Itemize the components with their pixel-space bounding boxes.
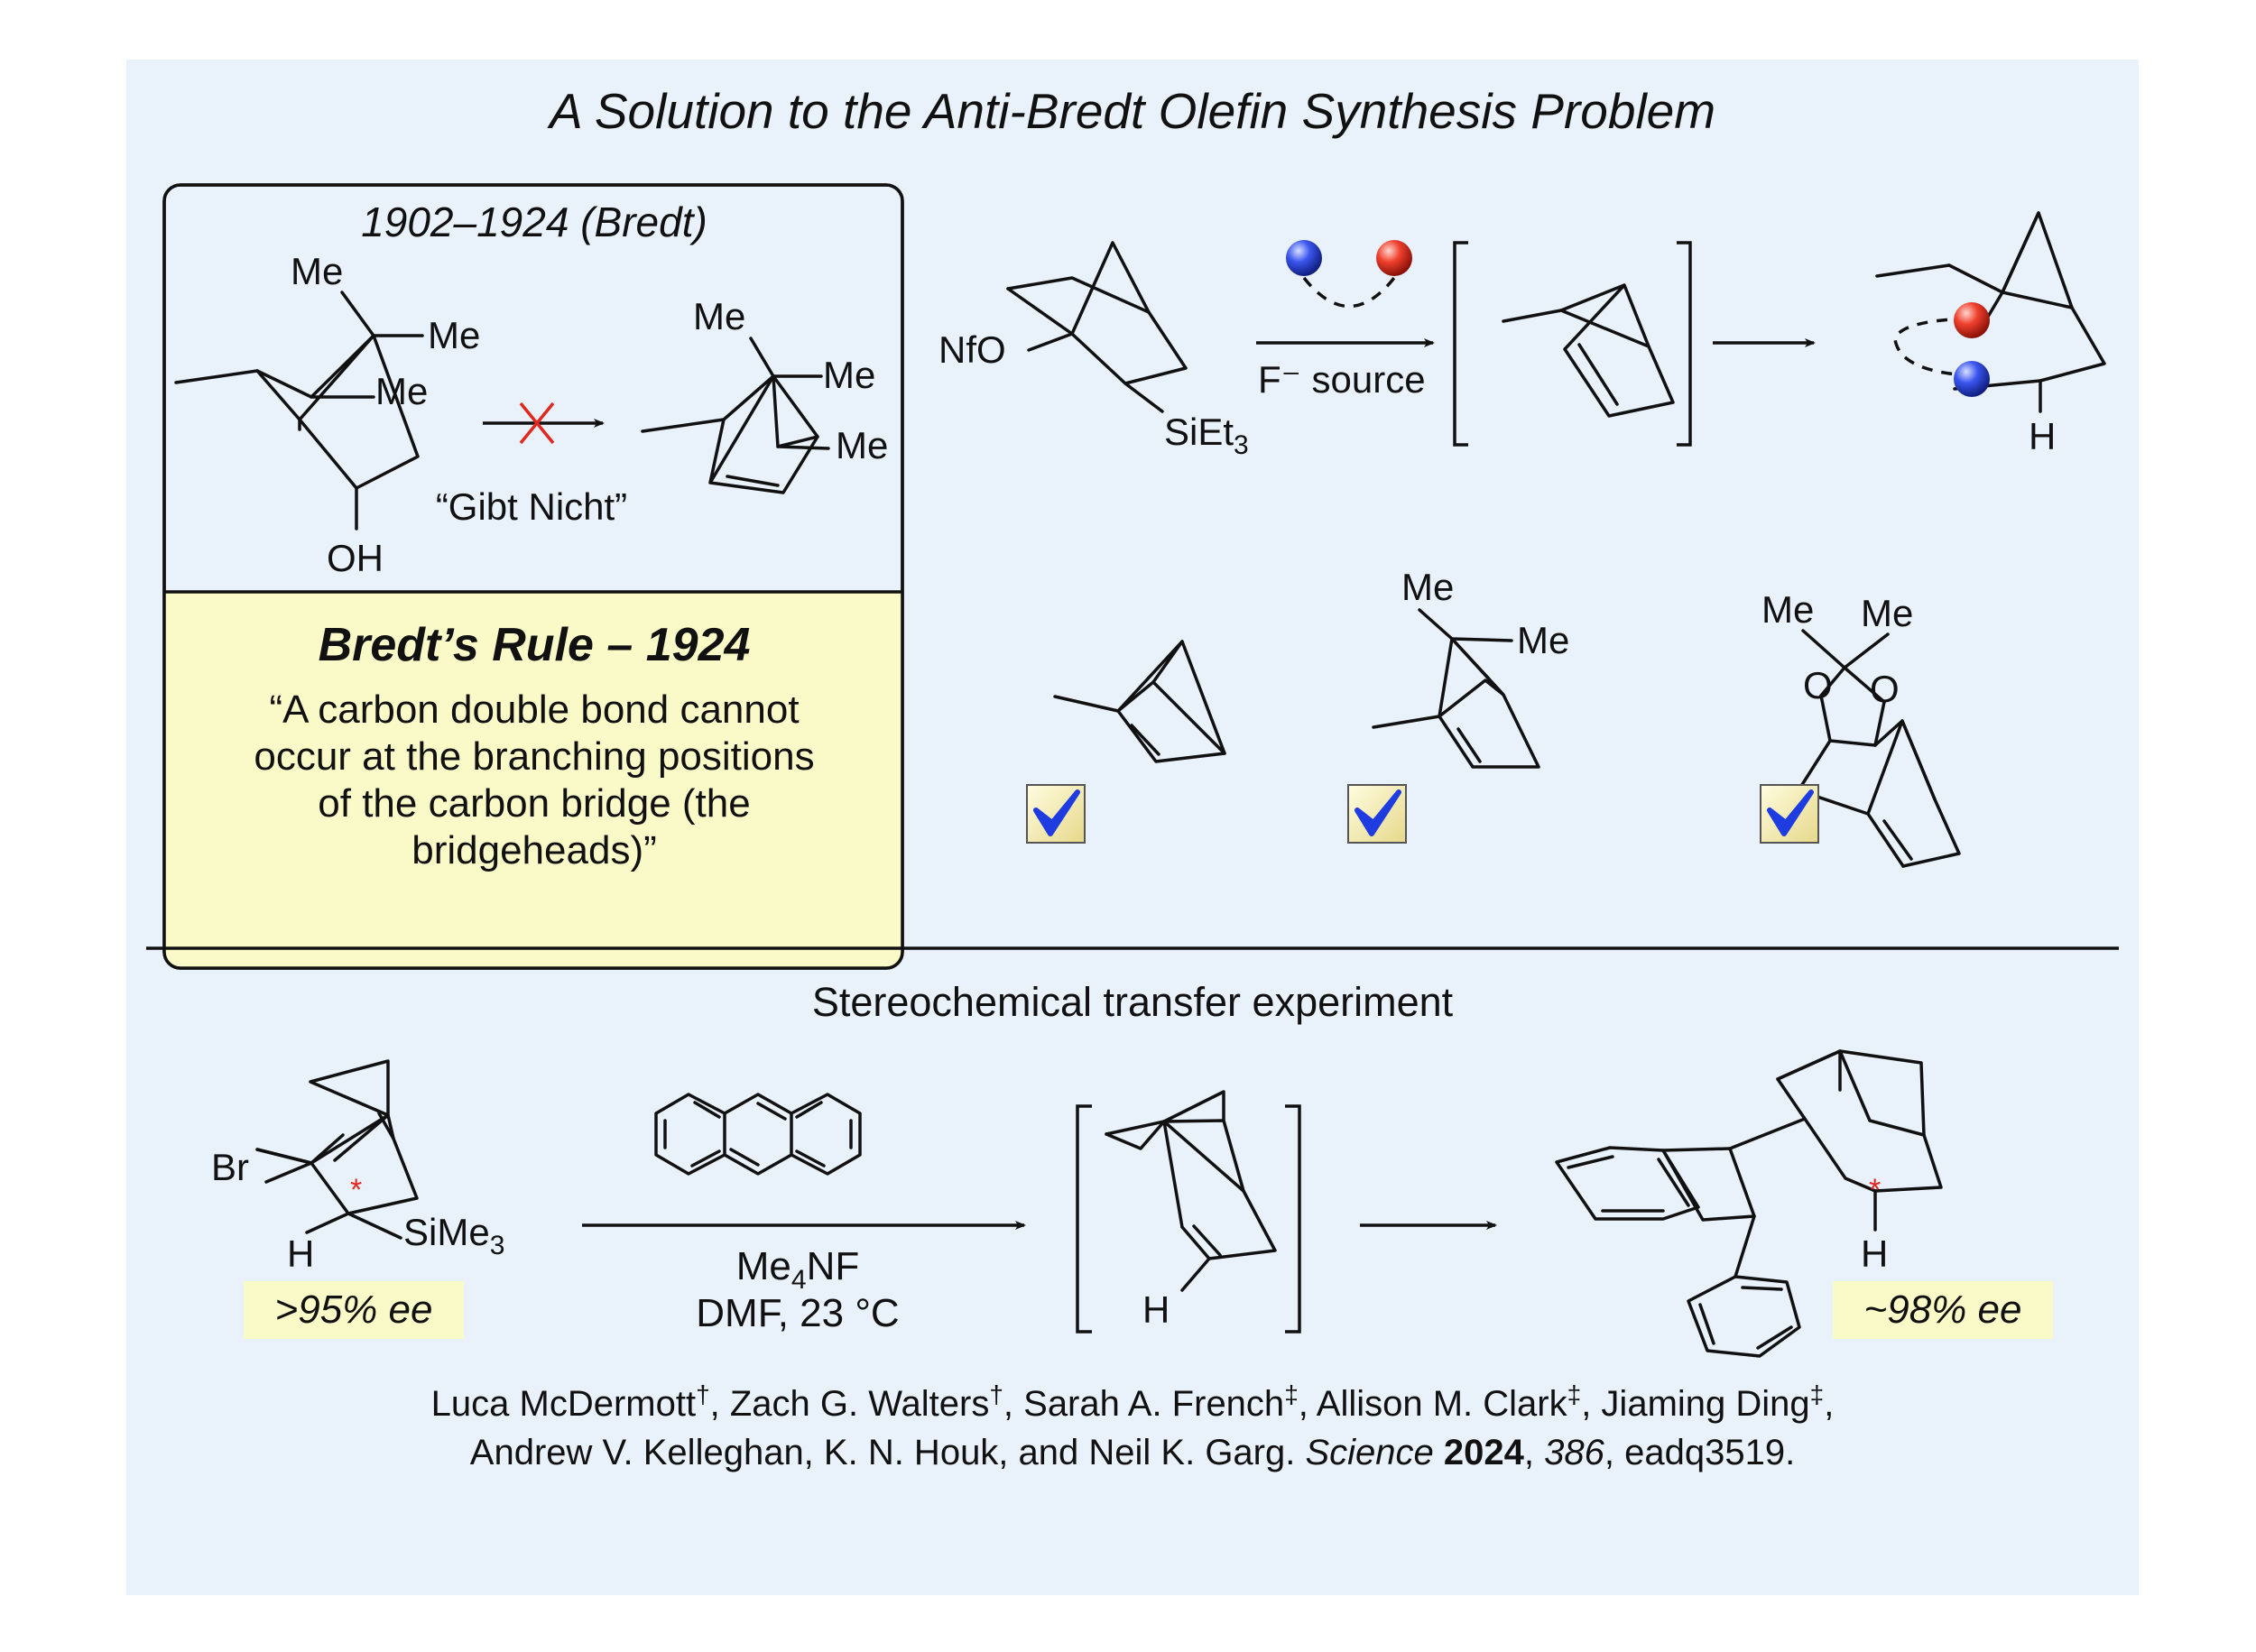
bredt-rule-title: Bredt’s Rule – 1924 [319,619,751,671]
atom-me: Me [836,424,888,466]
atom-me: Me [1761,588,1814,631]
bromo-silane-precursor: Br H SiMe3 * [211,1059,504,1275]
stereochemical-section-title: Stereochemical transfer experiment [812,979,1454,1025]
bracket-left [1453,241,1468,447]
bracket-right [1285,1104,1301,1334]
red-ball-icon [1954,302,1990,338]
atom-me: Me [823,354,875,396]
citation-authors-line1: Luca McDermott†, Zach G. Walters†, Sarah… [431,1380,1835,1424]
check-icon [1355,789,1401,836]
bicyclic-alkene-intermediate [1502,283,1675,418]
borneol-structure: Me Me Me OH [174,250,480,579]
blue-ball-icon [1954,361,1990,397]
checkmark-box[interactable] [1347,784,1407,844]
fluoride-reagent-label: F⁻ source [1258,358,1426,401]
trapped-adduct-generic: H [1875,211,2106,457]
scheme-panel: A Solution to the Anti-Bredt Olefin Synt… [126,60,2139,1595]
atom-h: H [287,1232,314,1275]
reagent-conditions: DMF, 23 °C [696,1291,899,1335]
atom-nfo: NfO [938,328,1006,371]
example-norbornene [1053,640,1226,763]
cycloadduct-product: H * [1555,1049,1943,1358]
atom-me: Me [1401,566,1454,608]
check-icon [1767,789,1814,836]
atom-oh: OH [327,537,384,579]
stereocenter-star: * [350,1173,362,1207]
atom-h: H [2029,415,2056,457]
atom-h: H [1861,1232,1888,1275]
silyl-triflate-precursor: NfO SiEt3 [938,241,1249,460]
atom-me: Me [428,314,480,356]
gibt-nicht-label: “Gibt Nicht” [436,485,627,528]
blue-ball-icon [1286,240,1322,276]
page-title: A Solution to the Anti-Bredt Olefin Synt… [547,83,1715,139]
reagent-me4nf: Me4NF [736,1244,859,1295]
bredt-quote-line: bridgeheads)” [411,828,657,872]
example-dimethyl-norbornene: Me Me [1372,566,1569,769]
bredt-era-label: 1902–1924 (Bredt) [361,198,707,245]
bredt-box: 1902–1924 (Bredt) Me Me Me OH “Gibt Nich… [162,183,904,970]
ee-start-label: >95% ee [275,1287,433,1332]
stereocenter-star: * [1869,1173,1881,1207]
checkmark-box[interactable] [1760,784,1819,844]
ee-end-label: ~98% ee [1864,1287,2022,1332]
checkmark-box[interactable] [1026,784,1086,844]
bredt-quote-line: “A carbon double bond cannot [269,688,799,732]
red-x-icon [519,401,555,445]
red-ball-icon [1376,240,1412,276]
atom-h: H [1142,1288,1170,1331]
bracket-right [1677,241,1692,447]
ee-end-badge [1833,1281,2053,1339]
check-icon [1033,789,1080,836]
anti-bredt-bornene-structure: Me Me Me [641,295,888,494]
bracket-left [1076,1104,1092,1334]
anthracene-structure [654,1093,862,1176]
atom-me: Me [375,370,428,412]
atom-me: Me [291,250,343,292]
scheme-canvas: A Solution to the Anti-Bredt Olefin Synt… [146,83,2119,1472]
bredt-quote-line: occur at the branching positions [254,734,814,779]
atom-br: Br [211,1146,249,1188]
atom-me: Me [1861,592,1913,634]
atom-me: Me [1517,619,1569,661]
atom-o: O [1870,668,1900,710]
example-acetonide-norbornene: Me Me O O [1761,588,1961,868]
ee-start-badge [244,1281,464,1339]
silyl-bridgehead-alkene-intermediate: H [1105,1090,1277,1331]
atom-siet3: SiEt3 [1164,411,1249,460]
atom-sime3: SiMe3 [403,1211,504,1260]
citation-line2: Andrew V. Kelleghan, K. N. Houk, and Nei… [470,1433,1795,1472]
bredt-quote-line: of the carbon bridge (the [318,781,750,826]
atom-me: Me [693,295,745,337]
atom-o: O [1803,664,1833,706]
dashed-tether [1302,276,1396,309]
